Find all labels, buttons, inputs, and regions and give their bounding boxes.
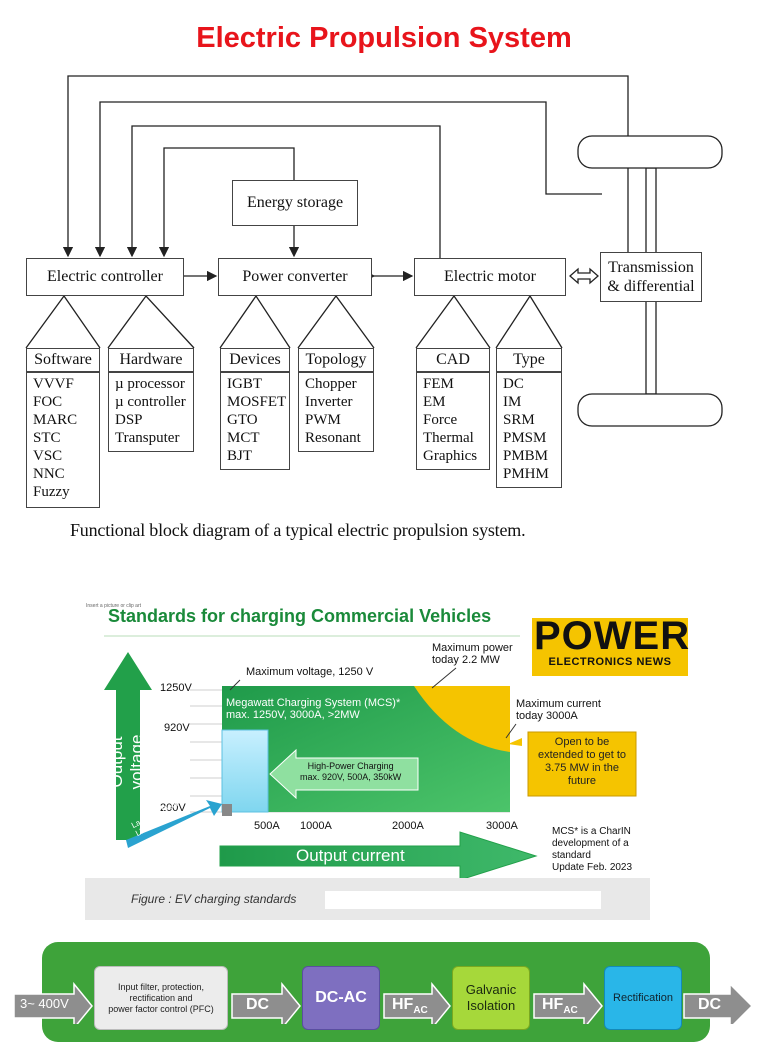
y-tick-200: 200V xyxy=(160,802,186,814)
power-converter-label: Power converter xyxy=(242,268,348,285)
cad-header: CAD xyxy=(416,348,490,372)
hf-label-1: HFAC xyxy=(392,996,428,1017)
devices-header: Devices xyxy=(220,348,290,372)
power-converter-box: Power converter xyxy=(218,258,372,296)
type-header: Type xyxy=(496,348,562,372)
electric-motor-label: Electric motor xyxy=(444,268,536,285)
front-wheel xyxy=(577,135,723,169)
dc-label-2: DC xyxy=(698,996,722,1013)
dc-label-1: DC xyxy=(246,996,270,1013)
electric-motor-box: Electric motor xyxy=(414,258,566,296)
loop-motor xyxy=(126,125,441,258)
x-tick-500: 500A xyxy=(254,820,280,832)
loop-transmission xyxy=(62,75,629,258)
loop-wheels xyxy=(94,101,602,258)
hf-label-2: HFAC xyxy=(542,996,578,1017)
transmission-label-1: Transmission xyxy=(608,259,694,276)
dcac-stage: DC-AC xyxy=(302,966,380,1030)
diagram-caption: Functional block diagram of a typical el… xyxy=(70,520,526,540)
electric-controller-box: Electric controller xyxy=(26,258,184,296)
hardware-header: Hardware xyxy=(108,348,194,372)
charging-title: Standards for charging Commercial Vehicl… xyxy=(108,606,492,626)
x-tick-1000: 1000A xyxy=(300,820,332,832)
figure-caption: Figure : EV charging standards xyxy=(131,892,297,906)
input-voltage-label: 3~ 400V xyxy=(20,996,69,1011)
rectification-stage: Rectification xyxy=(604,966,682,1030)
logo-text-power: POWER xyxy=(534,614,691,658)
x-axis-label: Output current xyxy=(296,846,405,865)
logo-text-news: ELECTRONICS NEWS xyxy=(548,656,672,668)
figure-caption-bar: Figure : EV charging standards xyxy=(85,878,650,920)
transmission-label-2: & differential xyxy=(607,278,695,295)
insert-picture-label: Insert a picture or clip art xyxy=(86,603,142,609)
x-tick-2000: 2000A xyxy=(392,820,424,832)
x-tick-3000: 3000A xyxy=(486,820,518,832)
rear-wheel xyxy=(577,393,723,427)
transmission-box: Transmission & differential xyxy=(600,252,702,302)
y-axis-label: Output voltage xyxy=(107,734,146,790)
page-title: Electric Propulsion System xyxy=(196,22,572,54)
max-voltage-label: Maximum voltage, 1250 V xyxy=(246,666,374,678)
electric-controller-label: Electric controller xyxy=(47,268,163,285)
y-tick-1250: 1250V xyxy=(160,682,192,694)
topology-header: Topology xyxy=(298,348,374,372)
loop-energy xyxy=(158,147,295,258)
y-tick-920: 920V xyxy=(164,722,190,734)
software-header: Software xyxy=(26,348,100,372)
energy-storage-label: Energy storage xyxy=(246,194,344,211)
caption-blank-field xyxy=(325,891,601,909)
input-filter-stage: Input filter, protection,rectification a… xyxy=(94,966,228,1030)
mcs-label: Megawatt Charging System (MCS)*max. 1250… xyxy=(226,697,401,721)
energy-storage-box: Energy storage xyxy=(232,180,358,226)
